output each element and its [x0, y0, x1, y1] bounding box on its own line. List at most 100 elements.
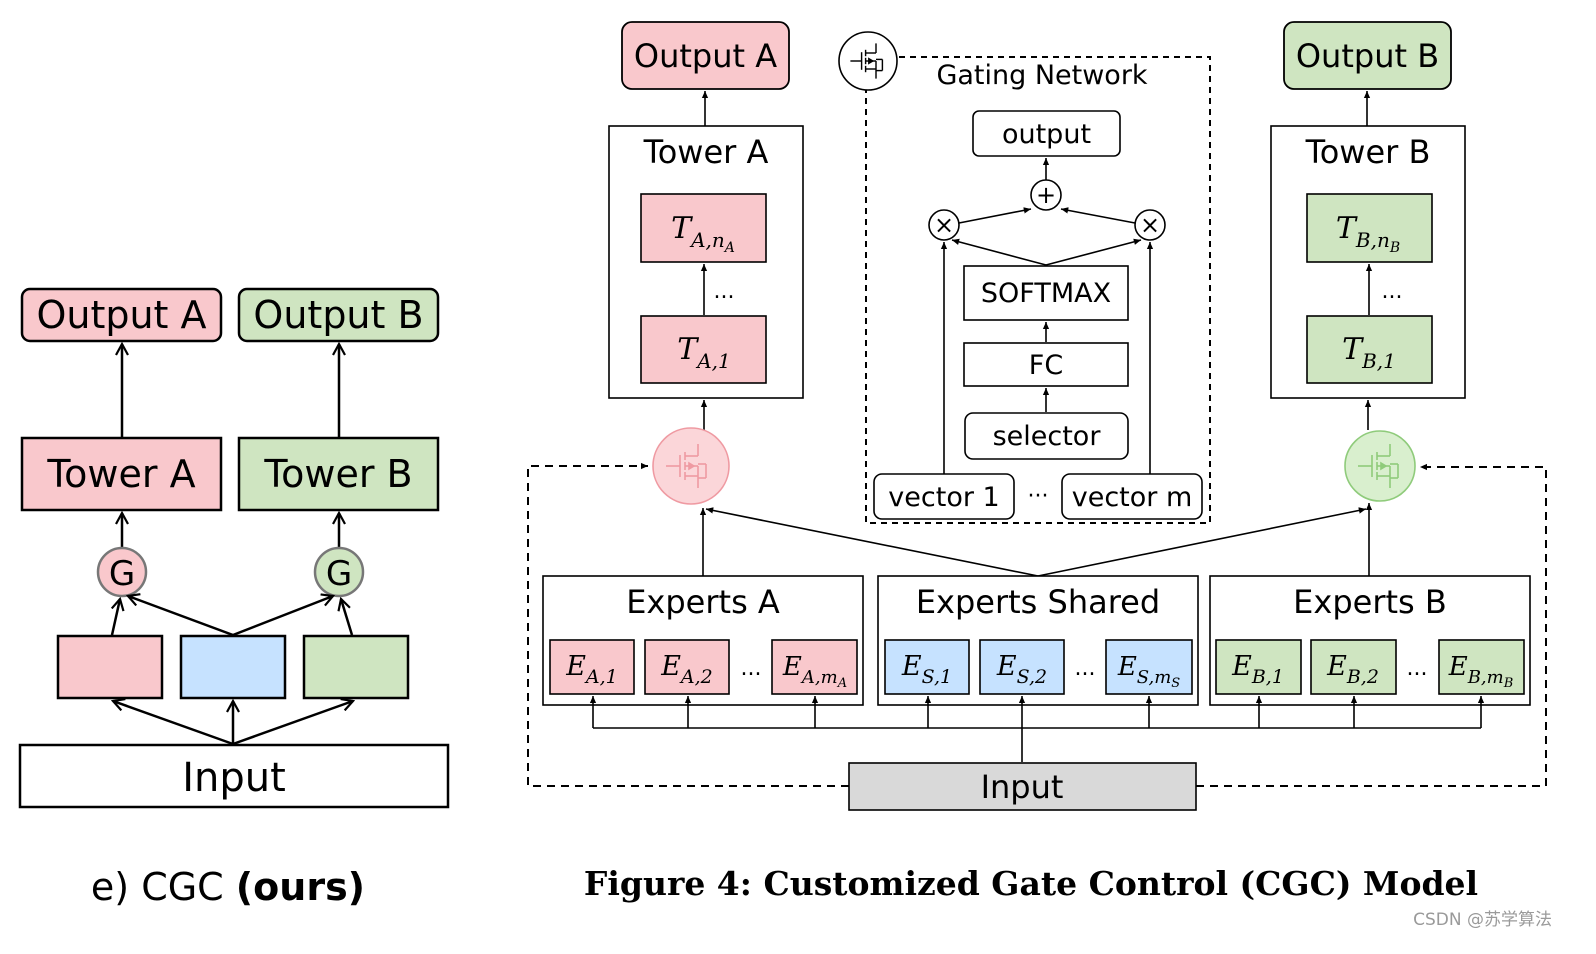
- left-tower-b-box: [237, 436, 440, 512]
- left-output-a-box: [20, 287, 223, 343]
- left-output-b-label: Output B: [253, 293, 423, 337]
- expert-s-1: [884, 639, 970, 695]
- left-caption-bold: (ours): [236, 865, 365, 909]
- tower-b-unit-bottom-label: TB,1: [1342, 332, 1396, 373]
- expert-s-2-label: ES,2: [996, 651, 1047, 688]
- tower-a-unit-bottom-label: TA,1: [677, 332, 731, 373]
- left-input-box: [18, 743, 450, 809]
- experts-a-title: Experts A: [626, 583, 780, 621]
- experts-b-ellipsis: ...: [1407, 656, 1428, 681]
- dashed-route-input-to-gate-b: [1196, 463, 1547, 787]
- left-caption-prefix: e) CGC: [91, 865, 236, 909]
- left-output-a-label: Output A: [36, 293, 206, 337]
- gating-vectorm-box: [1061, 473, 1203, 520]
- left-arrow-shared-to-gate-a: [128, 596, 234, 637]
- arrow-shared-to-gate-b: [1037, 507, 1367, 577]
- right-tower-a-label: Tower A: [643, 133, 769, 171]
- left-diagram: Output A Output B Tower A Tower B G G In…: [18, 287, 450, 909]
- gate-a-transistor-icon: [652, 427, 730, 505]
- figure-caption: Figure 4: Customized Gate Control (CGC) …: [584, 864, 1478, 903]
- tower-b-unit-top-label: TB,nB: [1336, 211, 1400, 256]
- tower-a-ellipsis: ...: [714, 279, 735, 304]
- expert-a-2: [644, 639, 730, 695]
- expert-a-1: [549, 639, 635, 695]
- left-tower-a-box: [20, 436, 223, 512]
- left-gate-a: [96, 546, 148, 598]
- tower-b-ellipsis: ...: [1382, 279, 1403, 304]
- tower-b-unit-top: [1306, 193, 1433, 263]
- experts-b-title: Experts B: [1293, 583, 1447, 621]
- dashed-route-input-to-gate-a: [527, 462, 849, 787]
- right-output-b-box: [1283, 21, 1452, 90]
- gating-vector1-label: vector 1: [888, 482, 999, 513]
- expert-s-2: [979, 639, 1065, 695]
- experts-shared-title: Experts Shared: [916, 583, 1160, 621]
- gating-times-node-right: [1134, 209, 1166, 241]
- left-experts-a-box: [56, 634, 164, 700]
- gating-network-title: Gating Network: [936, 60, 1147, 91]
- gating-selector-label: selector: [993, 421, 1102, 452]
- gating-softmax-label: SOFTMAX: [981, 278, 1111, 309]
- expert-b-m: [1438, 639, 1525, 695]
- left-arrow-expb-to-gate-b: [341, 599, 354, 636]
- expert-s-m: [1105, 639, 1193, 695]
- right-tower-b-label: Tower B: [1305, 133, 1431, 171]
- expert-a-2-label: EA,2: [660, 651, 713, 688]
- watermark: CSDN @苏学算法: [1413, 910, 1552, 930]
- left-gate-a-label: G: [109, 554, 135, 594]
- gating-times-right-label: ×: [1140, 211, 1160, 239]
- left-arrow-expa-to-gate-a: [110, 599, 120, 636]
- tower-a-unit-top: [640, 193, 767, 263]
- arrow-shared-to-gate-a: [705, 507, 1039, 577]
- right-input-box: [848, 762, 1197, 811]
- gating-fc-box: [963, 342, 1129, 387]
- input-distribution-bus: [589, 696, 1485, 762]
- gate-b-transistor-icon: [1344, 430, 1416, 502]
- gating-times-left-label: ×: [934, 211, 954, 239]
- left-input-label: Input: [182, 755, 286, 801]
- left-tower-b-label: Tower B: [263, 452, 412, 496]
- expert-b-2-label: EB,2: [1326, 651, 1379, 688]
- right-output-a-box: [621, 21, 790, 90]
- arrow-times-left-to-plus: [958, 207, 1032, 224]
- expert-a-m-label: EA,mA: [782, 652, 847, 691]
- left-experts-shared-box: [179, 634, 287, 700]
- right-input-label: Input: [981, 768, 1064, 806]
- gating-plus-label: +: [1036, 181, 1056, 209]
- gating-softmax-box: [963, 265, 1129, 321]
- expert-s-m-label: ES,mS: [1117, 652, 1180, 691]
- right-output-a-label: Output A: [634, 37, 777, 75]
- experts-a-ellipsis: ...: [741, 656, 762, 681]
- left-arrow-shared-to-gate-b: [232, 596, 333, 637]
- gating-vector-ellipsis: ···: [1028, 484, 1049, 509]
- expert-b-m-label: EB,mB: [1448, 652, 1514, 691]
- experts-shared-ellipsis: ...: [1075, 656, 1096, 681]
- gating-vector1-box: [873, 473, 1015, 520]
- gating-vectorm-label: vector m: [1072, 482, 1193, 513]
- arrow-softmax-to-times-left: [951, 238, 1047, 266]
- left-caption: e) CGC (ours): [91, 865, 365, 909]
- gating-output-label: output: [1002, 119, 1091, 150]
- gating-plus-node: [1030, 179, 1062, 211]
- expert-s-1-label: ES,1: [901, 651, 952, 688]
- left-arrow-input-to-expb: [232, 701, 353, 746]
- expert-b-2: [1310, 639, 1397, 695]
- expert-a-m: [771, 639, 858, 695]
- tower-b-unit-bottom: [1306, 315, 1433, 384]
- tower-a-unit-top-label: TA,nA: [671, 211, 735, 256]
- gating-times-node-left: [928, 209, 960, 241]
- expert-a-1-label: EA,1: [565, 651, 618, 688]
- gating-network-box: [865, 56, 1211, 524]
- tower-a-unit-bottom: [640, 315, 767, 384]
- right-output-b-label: Output B: [1296, 37, 1439, 75]
- gating-fc-label: FC: [1029, 350, 1063, 381]
- arrow-softmax-to-times-right: [1045, 238, 1142, 266]
- left-arrow-input-to-expa: [113, 701, 234, 746]
- left-tower-a-label: Tower A: [46, 452, 195, 496]
- left-output-b-box: [237, 287, 440, 343]
- left-gate-b-label: G: [326, 554, 352, 594]
- left-gate-b: [313, 546, 365, 598]
- expert-b-1-label: EB,1: [1231, 651, 1284, 688]
